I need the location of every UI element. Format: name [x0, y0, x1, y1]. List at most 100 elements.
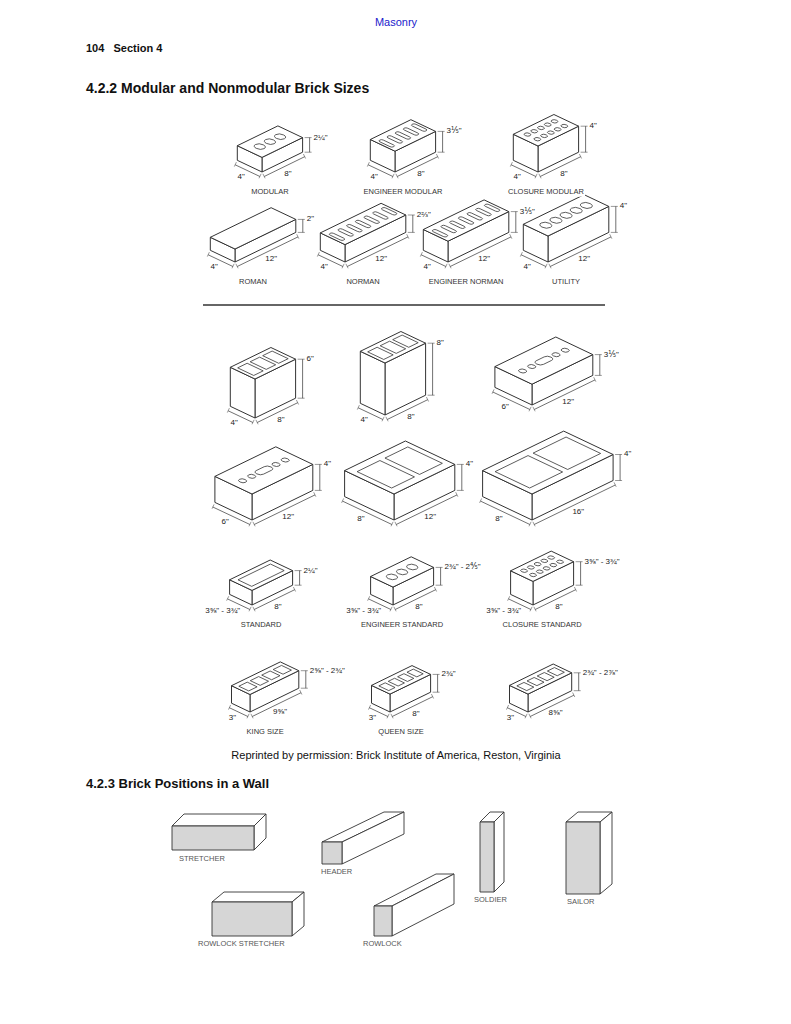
brick-core	[363, 216, 380, 224]
brick-top	[371, 557, 434, 587]
length-dimension: 8"	[406, 412, 415, 421]
brick-core	[272, 133, 288, 141]
extension-line	[367, 162, 369, 167]
brick-core	[273, 665, 291, 674]
brick-core	[533, 355, 555, 365]
dimension-line	[213, 507, 250, 525]
height-dimension: 3⅕"	[446, 127, 463, 136]
brick-top	[510, 664, 572, 694]
extension-line	[574, 587, 576, 592]
brick-figure	[345, 441, 455, 520]
brick-core	[578, 201, 595, 209]
brick-core	[475, 208, 492, 216]
extension-line	[227, 596, 229, 601]
brick-figure	[237, 126, 302, 172]
height-dimension: 2¾" - 2⅘"	[444, 563, 482, 572]
brick-top	[511, 551, 574, 581]
extension-line	[595, 375, 602, 376]
extension-line	[295, 570, 302, 571]
exposed-face	[172, 826, 254, 850]
extension-line	[511, 232, 518, 233]
extension-line	[298, 398, 305, 399]
brick-core	[262, 671, 280, 680]
brick-top	[370, 120, 435, 152]
height-dimension: 4"	[623, 450, 632, 459]
brick-cores	[495, 437, 601, 488]
extension-line	[510, 162, 512, 167]
brick-face	[528, 673, 572, 712]
extension-line	[317, 252, 319, 257]
height-dimension: 2⅔"	[416, 210, 432, 219]
brick-cores	[238, 351, 289, 375]
brick-name: KING SIZE	[246, 728, 285, 737]
position-name: ROWLOCK	[362, 940, 403, 949]
exposed-face	[566, 822, 600, 894]
brick-cores	[519, 555, 564, 577]
brick-top	[215, 447, 313, 494]
extension-line	[595, 354, 602, 355]
extension-line	[433, 692, 440, 693]
brick-position-figure	[212, 892, 304, 936]
brick-core	[517, 682, 534, 690]
brick-top	[483, 431, 613, 494]
height-dimension: 2¾"	[441, 670, 457, 679]
brick-core	[560, 348, 571, 353]
brick-core	[568, 206, 585, 214]
brick-top	[423, 200, 509, 241]
depth-dimension: 3"	[506, 714, 515, 723]
divider-line	[203, 304, 605, 306]
brick-core	[440, 225, 457, 233]
extension-line	[615, 454, 622, 455]
extension-line	[614, 482, 616, 487]
brick-cores	[431, 204, 501, 238]
brick-core	[517, 368, 528, 373]
brick-side	[600, 812, 612, 894]
brick-core	[379, 683, 395, 691]
extension-line	[581, 126, 588, 127]
height-dimension: 2¼"	[313, 133, 329, 142]
dimension-line	[440, 567, 441, 585]
extension-line	[611, 206, 618, 207]
depth-dimension: 3⅝" - 3¾"	[345, 606, 382, 615]
extension-line	[594, 377, 596, 382]
running-header: Masonry	[374, 16, 418, 29]
brick-name: ENGINEER MODULAR	[363, 188, 444, 197]
extension-line	[368, 596, 370, 601]
brick-side	[392, 874, 454, 936]
brick-core	[537, 673, 554, 681]
dimension-line	[620, 455, 621, 481]
extension-line	[610, 234, 612, 239]
brick-core	[393, 335, 419, 347]
brick-cores	[384, 563, 420, 580]
dimension-line	[615, 206, 616, 232]
brick-name: ENGINEER STANDARD	[360, 621, 444, 630]
extension-line	[507, 705, 509, 710]
brick-core	[253, 465, 275, 475]
height-dimension: 4"	[465, 460, 474, 469]
length-dimension: 8"	[276, 415, 285, 424]
credit-caption: Reprinted by permission: Brick Institute…	[230, 749, 561, 762]
brick-core	[483, 204, 500, 212]
length-dimension: 8⅝"	[548, 708, 564, 717]
brick-core	[533, 562, 542, 567]
height-dimension: 8"	[436, 339, 445, 348]
extension-line	[314, 492, 316, 497]
brick-cores	[523, 119, 569, 141]
extension-line	[433, 674, 440, 675]
depth-dimension: 4"	[230, 418, 239, 427]
exposed-face	[480, 822, 494, 892]
brick-core	[404, 563, 420, 571]
brick-cores	[239, 665, 292, 690]
brick-name: ENGINEER NORMAN	[428, 278, 505, 287]
dimension-line	[437, 674, 438, 692]
brick-core	[394, 568, 410, 576]
brick-side	[292, 892, 304, 936]
length-dimension: 12"	[423, 512, 437, 521]
brick-name: STANDARD	[240, 621, 283, 630]
dimension-line	[252, 693, 301, 717]
extension-line	[297, 234, 299, 239]
brick-cores	[368, 335, 419, 359]
depth-dimension: 8"	[494, 515, 503, 524]
brick-core	[384, 573, 400, 581]
